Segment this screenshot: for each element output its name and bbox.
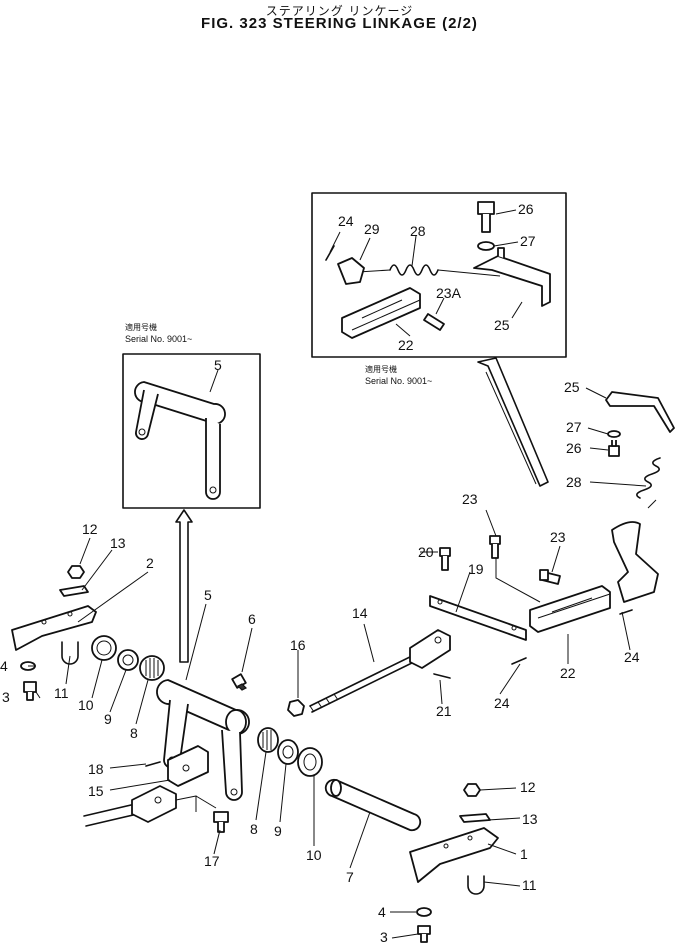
ring-9-low: [277, 739, 299, 765]
callout-24-inset: 24: [338, 213, 354, 229]
callout-25-inset: 25: [494, 317, 510, 333]
callout-numbers: 24 29 28 26 27 23A 25 22 5 25 27 26 28 1…: [0, 201, 640, 944]
callout-26: 26: [566, 440, 582, 456]
callout-15: 15: [88, 783, 104, 799]
callout-2: 2: [146, 555, 154, 571]
figure-title: FIG. 323 STEERING LINKAGE (2/2): [201, 15, 478, 32]
bolt-17: [213, 811, 229, 833]
callout-11-low: 11: [522, 877, 537, 893]
callout-4-low: 4: [378, 904, 386, 920]
leader-19: [495, 558, 541, 603]
callout-25: 25: [564, 379, 580, 395]
callout-16: 16: [290, 637, 306, 653]
bracket-2: [11, 605, 97, 651]
title-japanese: ステアリング リンケージ: [265, 4, 414, 18]
nut-12-low: [463, 783, 481, 797]
cotter-pin-18: [145, 761, 161, 767]
u-bolt-11-left: [61, 641, 79, 665]
callout-1: 1: [520, 846, 528, 862]
callout-24-mid: 24: [494, 695, 510, 711]
callout-7: 7: [346, 869, 354, 885]
bearing-8-low: [257, 727, 279, 753]
inset-left-note-serial: Serial No. 9001~: [125, 334, 192, 344]
inset-top-note-serial: Serial No. 9001~: [365, 376, 432, 386]
clevis-22: [529, 585, 611, 633]
bearing-8-left: [139, 655, 165, 681]
callout-29: 29: [364, 221, 380, 237]
ring-10-left: [91, 635, 117, 661]
callout-13-low: 13: [522, 811, 538, 827]
callout-6: 6: [248, 611, 256, 627]
callout-8-low: 8: [250, 821, 258, 837]
bolt-3-left: [23, 681, 37, 701]
callout-5: 5: [204, 587, 212, 603]
callout-27-inset: 27: [520, 233, 536, 249]
callout-27: 27: [566, 419, 582, 435]
bracket-1: [409, 827, 499, 883]
pin-21: [433, 673, 451, 679]
callout-23-a: 23: [462, 491, 478, 507]
callout-5-inset: 5: [214, 357, 222, 373]
callout-28: 28: [566, 474, 582, 490]
callout-13-top: 13: [110, 535, 126, 551]
inset-left-note-jp: 適用号機: [125, 322, 157, 332]
grease-fitting-6: [231, 673, 248, 691]
plate-13-low: [459, 813, 491, 823]
callout-26-inset: 26: [518, 201, 534, 217]
callout-22-inset: 22: [398, 337, 414, 353]
pin-7: [324, 778, 422, 832]
callout-22: 22: [560, 665, 576, 681]
plate-13-top: [59, 585, 89, 597]
callout-28-inset: 28: [410, 223, 426, 239]
callout-9-low: 9: [274, 823, 282, 839]
ring-9-left: [117, 649, 139, 671]
callout-23-b: 23: [550, 529, 566, 545]
callout-21: 21: [436, 703, 452, 719]
arrow-left-inset: [175, 509, 193, 663]
nut-16: [287, 699, 305, 717]
inset-left-box: [122, 353, 261, 509]
callout-9-left: 9: [104, 711, 112, 727]
callout-18: 18: [88, 761, 104, 777]
bolt-3-low: [417, 925, 431, 943]
rod-end-left: [83, 785, 217, 827]
bolt-20: [439, 547, 451, 571]
callout-8-left: 8: [130, 725, 138, 741]
cotter-pin-24-mid: [511, 657, 527, 665]
callout-24-right: 24: [624, 649, 640, 665]
callout-19: 19: [468, 561, 484, 577]
right-assembly: [605, 391, 675, 615]
callout-12-top: 12: [82, 521, 98, 537]
bolt-23a: [489, 535, 501, 559]
callout-10-left: 10: [78, 697, 94, 713]
callout-4-left: 4: [0, 658, 8, 674]
leader-lines: [28, 209, 647, 939]
callout-11-left: 11: [54, 685, 69, 701]
bolt-23b: [539, 569, 561, 585]
callout-3-low: 3: [380, 929, 388, 944]
callout-14: 14: [352, 605, 368, 621]
callout-10-low: 10: [306, 847, 322, 863]
u-bolt-11-low: [467, 875, 485, 895]
link-19: [429, 595, 527, 641]
callout-3-left: 3: [2, 689, 10, 705]
ring-10-low: [297, 747, 323, 777]
inset-top-note-jp: 適用号機: [365, 364, 397, 374]
inset-top-box: [311, 192, 567, 358]
callout-23a: 23A: [436, 285, 462, 301]
washer-4-low: [416, 907, 432, 917]
nut-12-top: [67, 565, 85, 579]
callout-20: 20: [418, 544, 434, 560]
rod-14: [309, 629, 451, 713]
arrow-top-inset: [477, 357, 549, 487]
lever-5: [156, 679, 250, 801]
callout-17: 17: [204, 853, 220, 869]
callout-12-low: 12: [520, 779, 536, 795]
